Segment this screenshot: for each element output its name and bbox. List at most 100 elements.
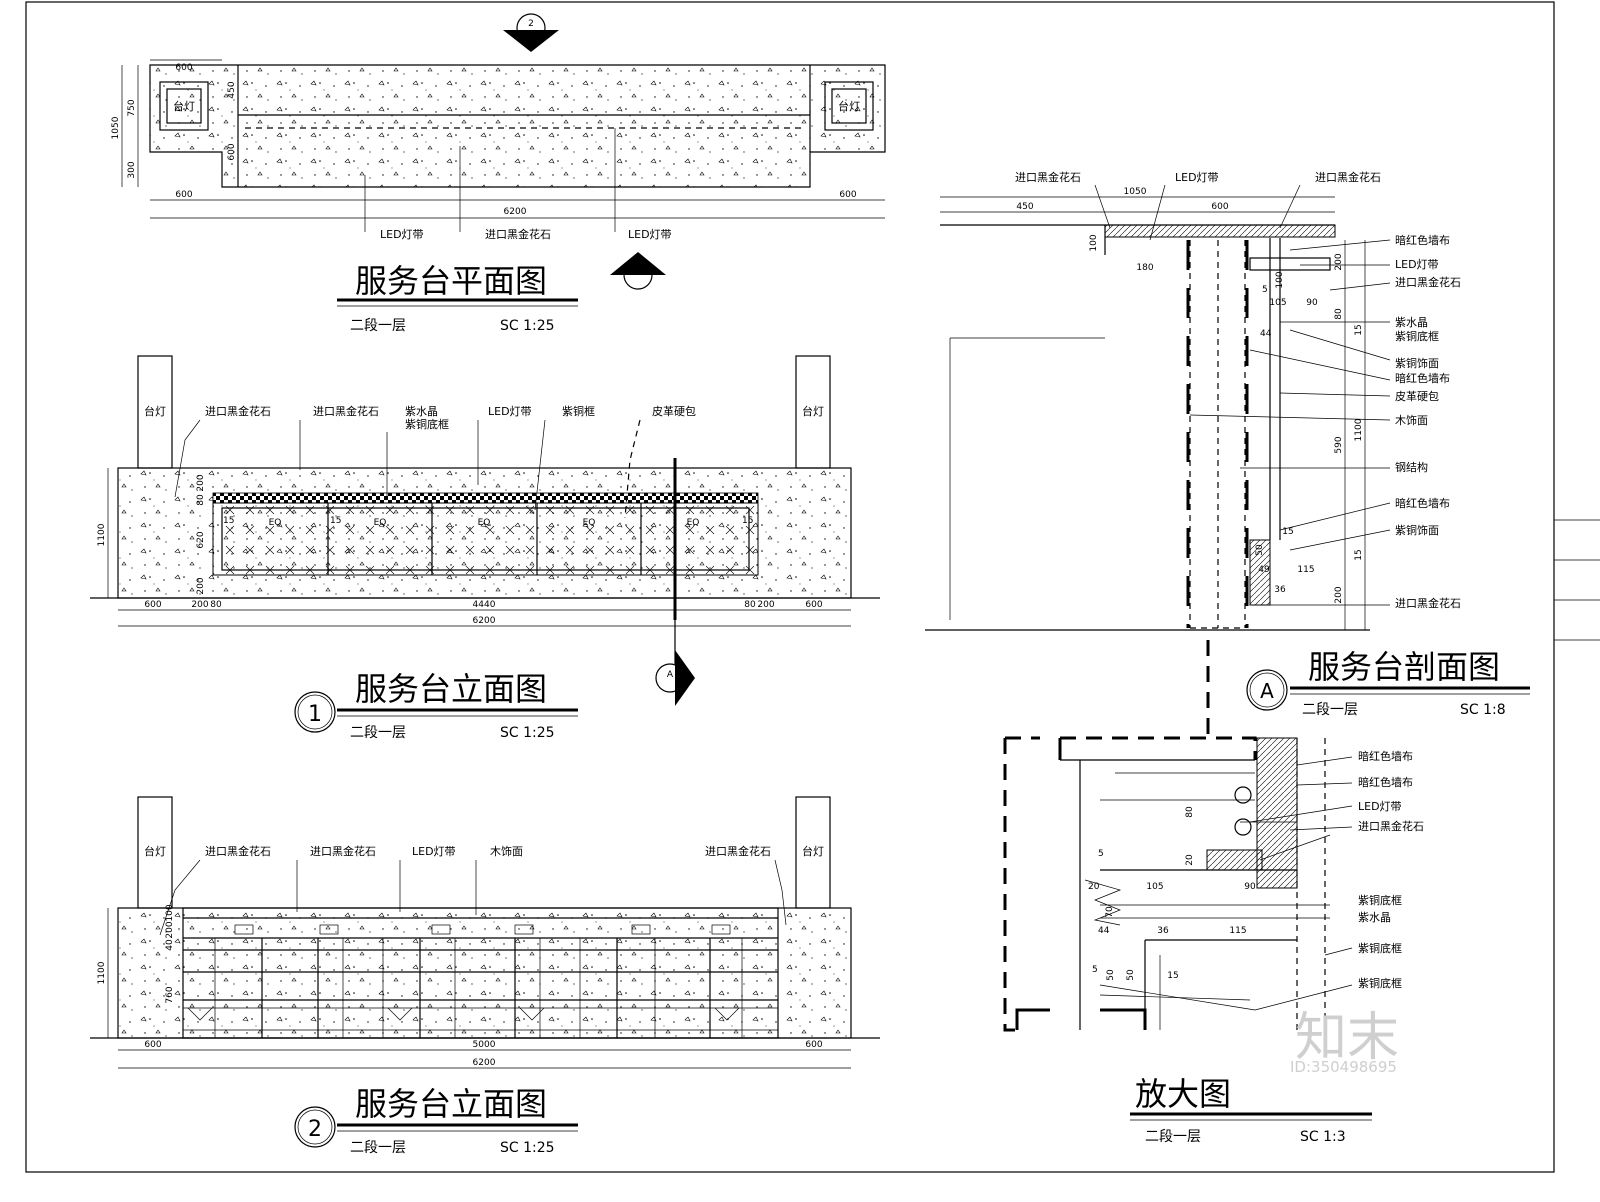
section-callout: 木饰面 [1395,413,1428,427]
dim-label: 1100 [97,961,107,984]
dim-label: 5 [1092,965,1098,975]
sheet-border [25,1,1555,1173]
dim-label: 600 [175,63,192,73]
dim-label: 760 [165,986,175,1003]
dim-label: 100 [1275,271,1285,288]
dim-label: 40 [165,939,175,951]
detail-subtitle: 二段一层 [1145,1129,1201,1145]
elev2-lamp-right: 台灯 [802,844,824,858]
elev2-label-marble-3: 进口黑金花石 [705,844,771,858]
eq-label: EQ [374,518,387,528]
section-callout: 钢结构 [1395,460,1428,474]
dim-label: 600 [227,143,237,160]
section-label-marble-2: 进口黑金花石 [1315,170,1381,184]
detail-callout: 紫铜底框 [1358,976,1402,990]
plan-view: 台灯 台灯 600 1050 750 300 450 600 600 600 6… [111,13,886,334]
dim-label: 6200 [473,616,496,626]
dim-label: 600 [839,190,856,200]
detail-scale: SC 1:3 [1300,1129,1346,1145]
section-callout: 暗红色墙布 [1395,233,1450,247]
dim-label: 105 [1269,298,1286,308]
dim-label: 50 [1126,969,1136,981]
dim-label: 200 [196,577,206,594]
dim-label: 44 [1098,926,1110,936]
elev2-cabinets [187,924,743,1038]
dim-label: 200 [165,921,175,938]
detail-callout: 暗红色墙布 [1358,749,1413,763]
eq-label: EQ [269,518,282,528]
section-mark-label: A [667,670,674,680]
elev2-label-led: LED灯带 [412,845,456,858]
watermark-logo: 知末 [1295,1008,1399,1068]
dim-label: 80 [210,600,222,610]
elev1-label-marble: 进口黑金花石 [205,404,271,418]
elev2-counter [117,907,852,1039]
elev1-label-amethyst: 紫水晶 [405,405,438,418]
dim-label: 200 [191,600,208,610]
section-callout: 紫铜饰面 [1395,523,1439,537]
dim-label: 4440 [473,600,496,610]
dim-label: 1050 [1124,187,1147,197]
dim-label: 590 [1334,436,1344,453]
elev2-scale: SC 1:25 [500,1140,555,1156]
section-callout: 紫铜饰面 [1395,356,1439,370]
elev2-lamp-left: 台灯 [144,844,166,858]
elev1-number: 1 [308,702,322,727]
dim-label: 80 [196,494,206,506]
dim-label: 36 [1274,585,1286,595]
dim-label: 600 [144,600,161,610]
section-callout: 暗红色墙布 [1395,371,1450,385]
section-callout: 紫水晶 [1395,316,1428,329]
dim-label: 6200 [473,1058,496,1068]
elev1-label-leather: 皮革硬包 [652,404,696,418]
section-label-led: LED灯带 [1175,171,1219,184]
detail-callout: 暗红色墙布 [1358,775,1413,789]
elev2-number: 2 [308,1117,322,1142]
dim-label: 44 [1260,329,1272,339]
section-callout: 进口黑金花石 [1395,596,1461,610]
dim-label: 450 [1016,202,1033,212]
eq-label: EQ [583,518,596,528]
elev1-scale: SC 1:25 [500,725,555,741]
section-callout: 紫铜底框 [1395,329,1439,343]
dim-label: 1100 [97,523,107,546]
dim-label: 15 [742,516,753,526]
dim-label: 100 [1089,234,1099,251]
dim-label: 600 [144,1040,161,1050]
section-scale: SC 1:8 [1460,702,1506,718]
elev1-lamp-left: 台灯 [144,404,166,418]
dim-label: 115 [1229,926,1246,936]
elev2-label-wood: 木饰面 [490,844,523,858]
detail-right-labels: 暗红色墙布 暗红色墙布 LED灯带 进口黑金花石 紫铜底框 紫水晶 紫铜底框 紫… [1249,749,1424,1011]
section-callout: LED灯带 [1395,258,1439,271]
elev2-subtitle: 二段一层 [350,1140,406,1156]
dim-label: 70 [1105,906,1115,918]
dim-label: 180 [1136,263,1153,273]
dim-label: 50 [1106,969,1116,981]
dim-label: 90 [1306,298,1318,308]
section-mark-label: 2 [528,19,534,29]
dim-label: 115 [1297,565,1314,575]
dim-label: 90 [1244,882,1256,892]
dim-label: 620 [196,531,206,548]
dim-label: 80 [1185,806,1195,818]
section-title: 服务台剖面图 [1308,648,1500,686]
dim-label: 1100 [1354,418,1364,441]
section-right-labels: 暗红色墙布 LED灯带 进口黑金花石 紫水晶 紫铜底框 紫铜饰面 暗红色墙布 皮… [1189,233,1461,610]
dim-label: 20 [1088,882,1100,892]
section-number: A [1260,679,1274,703]
section-mark-label: 1 [635,268,641,278]
dim-label: 5 [1262,285,1268,295]
dim-label: 49 [1258,565,1270,575]
dim-label: 105 [1146,882,1163,892]
elevation-2: 台灯 台灯 [90,796,880,1156]
dim-label: 15 [1282,527,1293,537]
plan-title: 服务台平面图 [355,262,547,300]
dim-label: 200 [196,474,206,491]
dim-label: 600 [805,1040,822,1050]
section-view: 进口黑金花石 LED灯带 进口黑金花石 1050 450 600 100 180… [925,170,1530,740]
plan-lamp-label-right: 台灯 [838,99,860,113]
elev1-lamp-right: 台灯 [802,404,824,418]
plan-lamp-left [159,81,209,131]
section-callout: 皮革硬包 [1395,389,1439,403]
